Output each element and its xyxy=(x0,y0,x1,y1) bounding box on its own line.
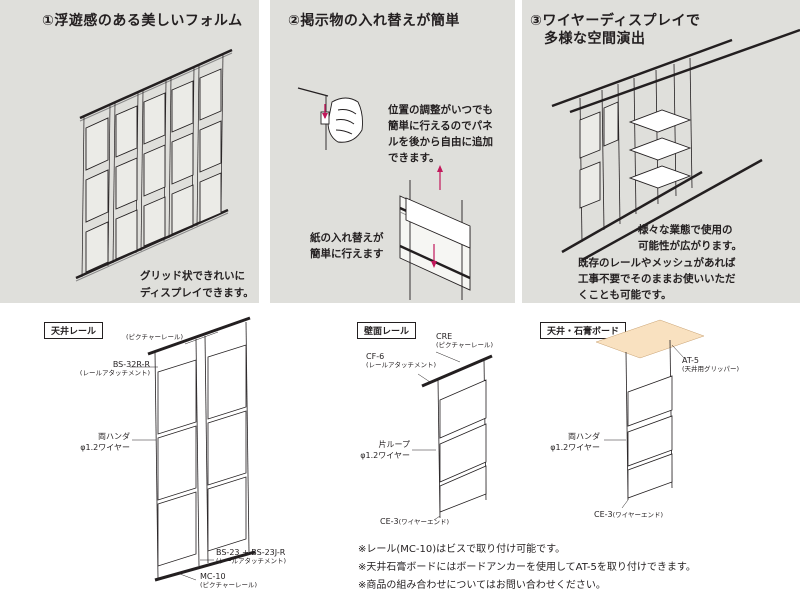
panel3-title-line2: 多様な空間演出 xyxy=(544,31,646,47)
feature-panel-easy-swap: ②掲示物の入れ替えが簡単 位置の調整がいつでも 簡単に行えるのでパネ ルを後から… xyxy=(270,0,515,303)
ceiling-picture-rail-label: (ピクチャーレール) xyxy=(126,333,184,341)
panel2-title: ②掲示物の入れ替えが簡単 xyxy=(288,13,460,29)
ceiling-bottom-rail-label: MC-10(ピクチャーレール) xyxy=(200,572,258,589)
panel2-caption-a-line4: できます。 xyxy=(388,152,440,164)
ceiling-bottom-attachment-label: BS-23 + BS-23J-R(レールアタッチメント) xyxy=(216,548,287,565)
panel2-caption-b-line2: 簡単に行えます xyxy=(310,248,384,260)
wall-wire-label: φ1.2ワイヤー xyxy=(360,451,410,460)
wire-shelf-illustration xyxy=(551,28,800,262)
board-wire-end-label: CE-3(ワイヤーエンド) xyxy=(594,510,664,519)
panel2-caption-a-line1: 位置の調整がいつでも xyxy=(388,104,493,116)
panel3-caption-line4: 工事不要でそのままお使いいただ xyxy=(578,273,736,285)
note-screw-mount: ※レール(MC-10)はビスで取り付け可能です。 xyxy=(358,544,566,555)
wall-rail-attachment-label: CF-6(レールアタッチメント) xyxy=(366,352,437,369)
panel2-caption-b-line1: 紙の入れ替えが xyxy=(310,232,384,244)
ceiling-wire-label: φ1.2ワイヤー xyxy=(80,443,130,452)
panel3-caption-line1: 様々な業態で使用の xyxy=(638,224,733,236)
wall-rail-label: 壁面レール xyxy=(357,322,417,339)
panel2-caption-a-line2: 簡単に行えるのでパネ xyxy=(388,120,493,132)
panel1-caption-line1: グリッド状できれいに xyxy=(140,270,245,282)
panel3-caption-line5: くことも可能です。 xyxy=(578,289,672,301)
ceiling-double-solder-label: 両ハンダ xyxy=(98,432,130,441)
panel3-title-line1: ③ワイヤーディスプレイで xyxy=(530,13,701,29)
ceiling-rail-attachment-label: BS-32R-R(レールアタッチメント) xyxy=(79,360,150,377)
feature-panel-floating: ①浮遊感のある美しいフォルム xyxy=(0,0,259,303)
panel1-caption-line2: ディスプレイできます。 xyxy=(140,287,254,299)
note-board-anchor: ※天井石膏ボードにはボードアンカーを使用してAT-5を取り付けできます。 xyxy=(358,562,696,573)
feature-panel-space-display: ③ワイヤーディスプレイで 多様な空間演出 xyxy=(522,0,800,303)
ceiling-gripper-label: AT-5(天井用グリッパー) xyxy=(682,356,740,373)
panel3-caption-line3: 既存のレールやメッシュがあれば xyxy=(578,257,736,269)
panel3-caption-line2: 可能性が広がります。 xyxy=(638,240,742,252)
note-inquiry: ※商品の組み合わせについてはお問い合わせください。 xyxy=(358,580,606,591)
ceiling-rail-label: 天井レール xyxy=(44,322,104,339)
grid-display-illustration xyxy=(75,48,233,282)
gypsum-board-label: 天井・石膏ボード xyxy=(540,322,627,339)
wall-wire-end-label: CE-3(ワイヤーエンド) xyxy=(380,517,450,526)
panel2-caption-a-line3: ルを後から自由に追加 xyxy=(388,136,493,148)
board-wire-label: φ1.2ワイヤー xyxy=(550,443,600,452)
wall-picture-rail-label: CRE(ピクチャーレール) xyxy=(436,332,494,349)
wall-single-loop-label: 片ループ xyxy=(378,440,410,449)
panel1-title: ①浮遊感のある美しいフォルム xyxy=(42,13,243,29)
board-double-solder-label: 両ハンダ xyxy=(568,432,600,441)
hand-adjust-illustration xyxy=(297,87,471,300)
